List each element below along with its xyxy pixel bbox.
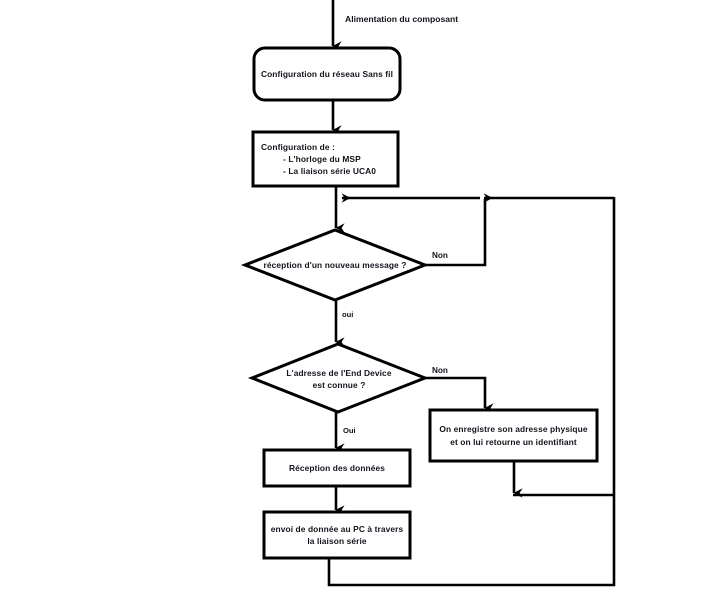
entry-label-alimentation: Alimentation du composant (345, 14, 459, 24)
edge-label-yes-message: oui (342, 310, 354, 319)
node-shape-send-to-pc (262, 510, 412, 560)
node-shape-register-device (428, 408, 599, 463)
node-shape-receive-data (262, 448, 412, 488)
edge-no-message-loop (425, 199, 487, 267)
edge-no-address-to-register (425, 376, 494, 413)
edge-label-no-address: Non (432, 366, 448, 375)
edge-label-yes-address: Oui (343, 426, 356, 435)
edge-label-no-message: Non (432, 251, 448, 260)
edge-send-pc-bottom-loop (327, 558, 615, 587)
node-shape-new-message-decision (240, 228, 430, 302)
node-shape-address-known-decision (247, 342, 430, 414)
node-shape-config-wifi (252, 46, 402, 102)
node-shape-config-clock-serial (251, 130, 400, 188)
